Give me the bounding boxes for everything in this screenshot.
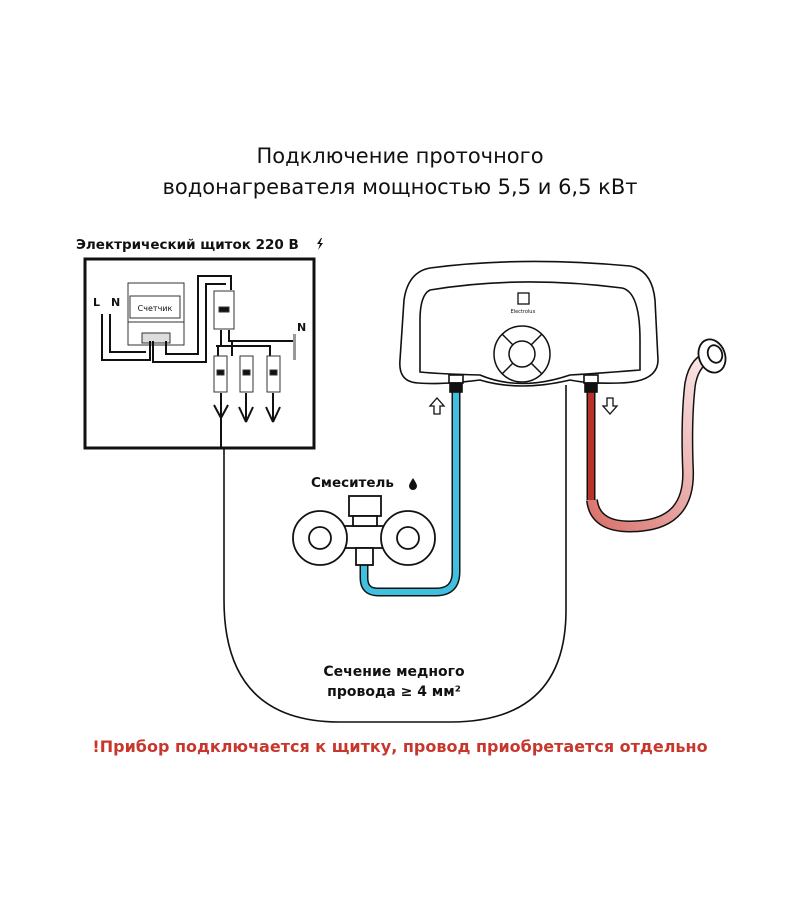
meter-label: Счетчик [138, 304, 173, 313]
cable-label-1: Сечение медного [323, 664, 465, 680]
brand-label: Electrolux [511, 309, 536, 315]
neutral-bus-label: N [297, 321, 306, 334]
label-L: L [93, 296, 100, 309]
hot-outlet-arrow-icon [601, 397, 619, 415]
cold-inlet-arrow-icon [428, 397, 446, 415]
title-line-1: Подключение проточного [256, 144, 543, 168]
electrolux-logo-icon [517, 292, 530, 305]
water-heater [399, 260, 659, 393]
label-N: N [111, 296, 120, 309]
mixer-tap [292, 495, 436, 566]
water-drop-icon [409, 478, 417, 490]
warning-text: !Прибор подключается к щитку, провод при… [92, 737, 707, 756]
panel-label: Электрический щиток 220 В [76, 237, 299, 253]
title-line-2: водонагревателя мощностью 5,5 и 6,5 кВт [163, 175, 638, 199]
panel-wiring [101, 275, 295, 448]
main-breaker [213, 290, 235, 330]
circuit-breakers [213, 355, 281, 393]
cable-label-2: провода ≥ 4 мм² [327, 684, 461, 700]
power-cable [223, 385, 567, 723]
mixer-label: Смеситель [311, 475, 394, 491]
shower-head [697, 338, 727, 374]
lightning-icon [317, 238, 323, 250]
electrical-panel [83, 257, 316, 450]
neutral-bus [293, 334, 296, 360]
control-knob[interactable] [493, 325, 551, 383]
electric-meter [127, 282, 185, 346]
